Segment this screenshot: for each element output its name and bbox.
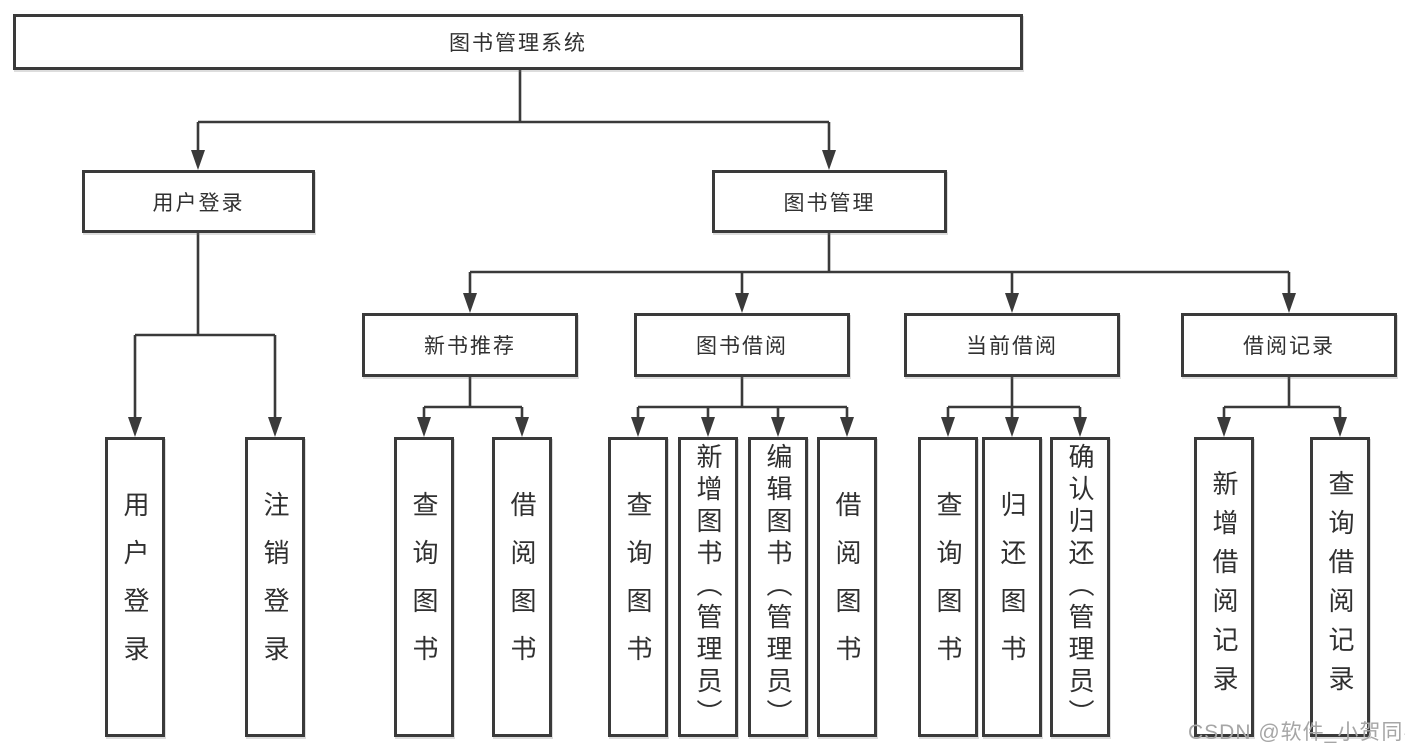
connector-book-management	[468, 233, 1291, 294]
leaf-label: 查询图书	[933, 491, 963, 683]
leaf-borrow-books-recommend: 借阅图书	[492, 437, 552, 737]
node-user-login-module: 用户登录	[82, 170, 315, 233]
leaf-confirm-return-admin: 确认归还（管理员）	[1050, 437, 1110, 737]
connector-new-book-recommend	[422, 377, 524, 418]
node-borrow-records: 借阅记录	[1181, 313, 1397, 377]
node-root-label: 图书管理系统	[449, 32, 587, 55]
node-label: 当前借阅	[966, 335, 1058, 358]
leaf-add-borrow-record: 新增借阅记录	[1194, 437, 1254, 737]
leaf-label: 用户登录	[120, 491, 150, 683]
node-book-management-module: 图书管理	[712, 170, 947, 233]
leaf-label: 编辑图书（管理员）	[763, 443, 793, 731]
leaf-edit-books-admin: 编辑图书（管理员）	[748, 437, 808, 737]
leaf-query-books-borrow: 查询图书	[608, 437, 668, 737]
csdn-watermark: CSDN @软件_小贺同学	[1188, 721, 1405, 744]
leaf-label: 查询图书	[623, 491, 653, 683]
leaf-query-borrow-record: 查询借阅记录	[1310, 437, 1370, 737]
node-new-book-recommend: 新书推荐	[362, 313, 578, 377]
node-label: 图书管理	[783, 191, 876, 215]
leaf-label: 借阅图书	[507, 491, 537, 683]
node-label: 新书推荐	[424, 335, 516, 358]
leaf-label: 新增图书（管理员）	[693, 443, 723, 731]
leaf-logout: 注销登录	[245, 437, 305, 737]
leaf-label: 确认归还（管理员）	[1065, 443, 1095, 731]
leaf-query-books-current: 查询图书	[918, 437, 978, 737]
leaf-add-books-admin: 新增图书（管理员）	[678, 437, 738, 737]
node-label: 图书借阅	[696, 335, 788, 358]
connector-current-borrow	[946, 377, 1082, 418]
node-label: 借阅记录	[1243, 335, 1335, 358]
leaf-label: 查询借阅记录	[1325, 470, 1355, 704]
connector-borrow-records	[1222, 377, 1342, 418]
leaf-label: 归还图书	[997, 491, 1027, 683]
connector-root	[196, 70, 831, 151]
node-current-borrow: 当前借阅	[904, 313, 1120, 377]
leaf-borrow-books: 借阅图书	[817, 437, 877, 737]
connector-book-borrow	[636, 377, 849, 418]
leaf-label: 注销登录	[260, 491, 290, 683]
connector-user-login	[133, 233, 277, 418]
leaf-label: 新增借阅记录	[1209, 470, 1239, 704]
leaf-user-login: 用户登录	[105, 437, 165, 737]
node-label: 用户登录	[152, 191, 245, 215]
node-root-system: 图书管理系统	[13, 14, 1023, 70]
leaf-label: 借阅图书	[832, 491, 862, 683]
node-book-borrow: 图书借阅	[634, 313, 850, 377]
leaf-return-books: 归还图书	[982, 437, 1042, 737]
leaf-query-books-recommend: 查询图书	[394, 437, 454, 737]
leaf-label: 查询图书	[409, 491, 439, 683]
